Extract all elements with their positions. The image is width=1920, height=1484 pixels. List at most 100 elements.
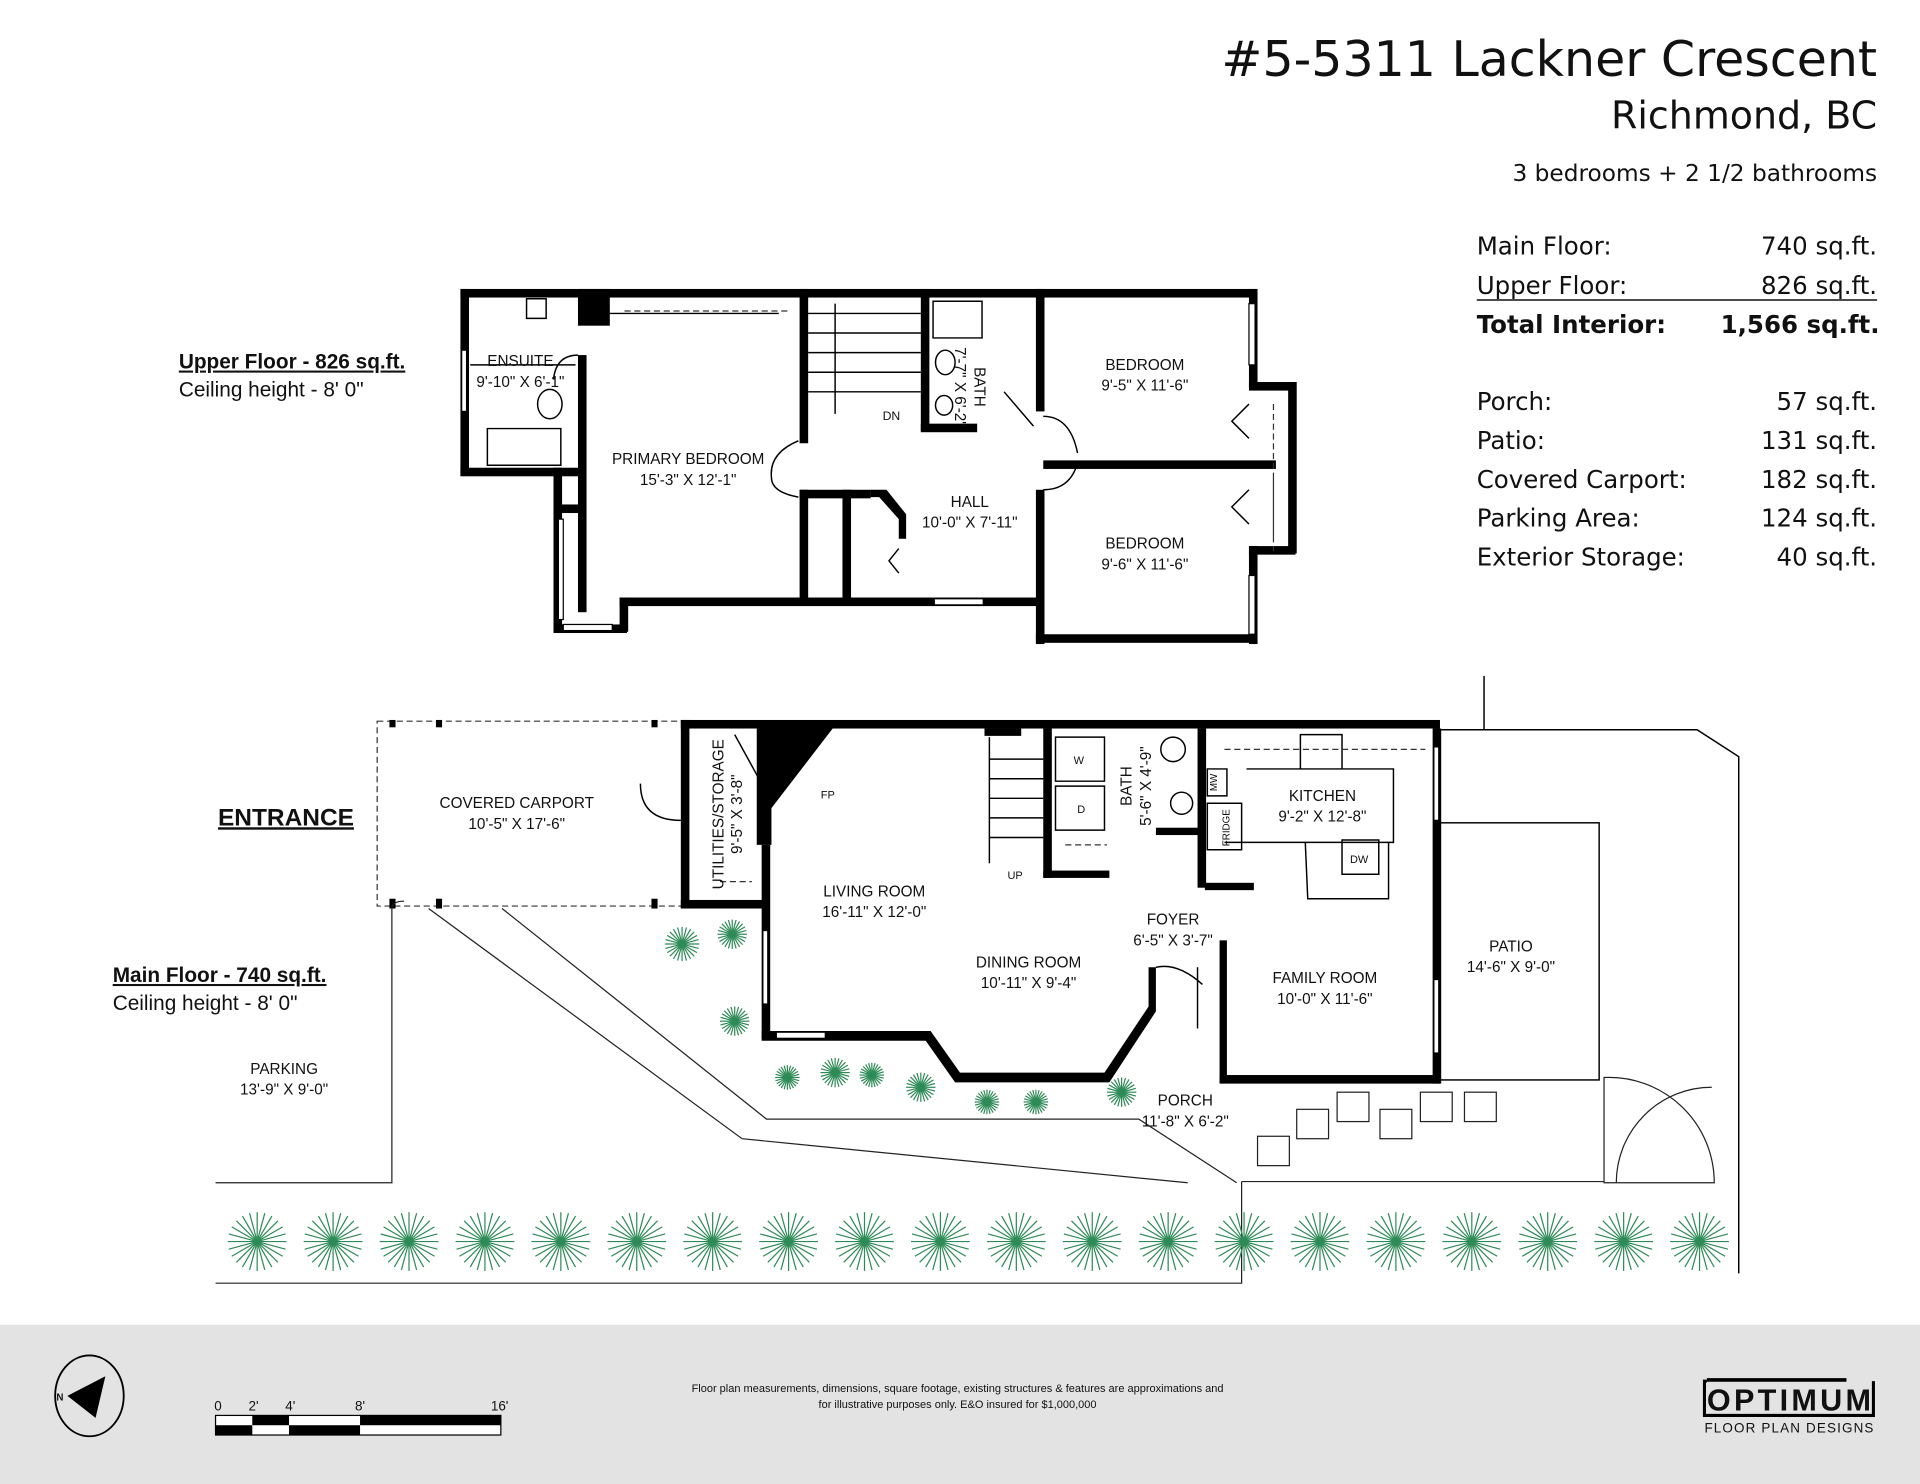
footer: N 0 2' 4' 8' 16' Floor plan measurements… bbox=[0, 1324, 1920, 1484]
plant-icon bbox=[775, 1065, 800, 1090]
room-dims-foyer: 6'-5" X 3'-7" bbox=[1133, 932, 1213, 949]
room-dims-bedroom-1: 9'-5" X 11'-6" bbox=[1101, 378, 1188, 395]
room-dims-porch: 11'-8" X 6'-2" bbox=[1142, 1113, 1229, 1130]
dryer-label: D bbox=[1077, 804, 1085, 816]
room-name-hall: HALL bbox=[951, 494, 989, 511]
plant-icon bbox=[303, 1212, 363, 1271]
logo-subtext: FLOOR PLAN DESIGNS bbox=[1704, 1421, 1873, 1436]
exterior-area-value: 40 sq.ft. bbox=[1777, 542, 1878, 571]
plant-icon bbox=[986, 1212, 1046, 1271]
plant-icon bbox=[1366, 1212, 1426, 1271]
plant-icon bbox=[664, 926, 700, 962]
plant-icon bbox=[974, 1089, 1000, 1115]
exterior-area-value: 124 sq.ft. bbox=[1761, 504, 1877, 533]
room-name-utilities-storage: UTILITIES/STORAGE bbox=[711, 739, 728, 889]
plant-icon bbox=[531, 1212, 591, 1271]
scale-label: 0 bbox=[214, 1399, 221, 1414]
exterior-area-value: 182 sq.ft. bbox=[1761, 465, 1877, 494]
exterior-area-value: 131 sq.ft. bbox=[1761, 426, 1877, 455]
room-dims-parking: 13'-9" X 9'-0" bbox=[240, 1082, 328, 1099]
plant-icon bbox=[911, 1212, 970, 1271]
address-title: #5-5311 Lackner Crescent bbox=[1221, 31, 1877, 88]
fireplace-label: FP bbox=[821, 789, 835, 801]
exterior-area-label: Porch: bbox=[1477, 387, 1553, 416]
room-name-living-room: LIVING ROOM bbox=[823, 883, 925, 900]
area-value: 826 sq.ft. bbox=[1761, 271, 1877, 300]
room-name-family-room: FAMILY ROOM bbox=[1272, 970, 1377, 987]
room-dims-ensuite: 9'-10" X 6'-1" bbox=[476, 374, 564, 391]
total-value: 1,566 sq.ft. bbox=[1721, 310, 1880, 339]
washer-label: W bbox=[1074, 755, 1085, 767]
summary: 3 bedrooms + 2 1/2 bathrooms bbox=[1512, 160, 1877, 187]
plant-icon bbox=[717, 919, 747, 949]
plant-icon bbox=[683, 1212, 743, 1271]
plant-icon bbox=[759, 1212, 818, 1271]
header: #5-5311 Lackner Crescent Richmond, BC 3 … bbox=[1221, 31, 1877, 187]
room-name-primary-bedroom: PRIMARY BEDROOM bbox=[612, 451, 764, 468]
plant-icon bbox=[720, 1006, 750, 1036]
room-name-dining-room: DINING ROOM bbox=[976, 954, 1081, 971]
room-dims-main-bath: 5'-6" X 4'-9" bbox=[1138, 746, 1155, 826]
scale-label: 2' bbox=[248, 1399, 258, 1414]
plant-icon bbox=[1106, 1077, 1137, 1107]
plant-icon bbox=[1670, 1212, 1729, 1271]
area-table: Main Floor: 740 sq.ft. Upper Floor: 826 … bbox=[1476, 232, 1880, 571]
compass-north-label: N bbox=[56, 1393, 63, 1404]
plant-icon bbox=[379, 1212, 439, 1271]
scale-bar: 0 2' 4' 8' 16' bbox=[214, 1399, 508, 1436]
room-name-bedroom-1: BEDROOM bbox=[1105, 357, 1184, 374]
room-dims-living-room: 16'-11" X 12'-0" bbox=[822, 904, 926, 921]
area-label: Upper Floor: bbox=[1477, 271, 1628, 300]
room-name-bedroom-2: BEDROOM bbox=[1105, 536, 1184, 553]
main-floor-ceiling: Ceiling height - 8' 0" bbox=[113, 992, 298, 1015]
room-dims-hall: 10'-0" X 7'-11" bbox=[922, 515, 1018, 532]
scale-label: 4' bbox=[285, 1399, 295, 1414]
plant-icon bbox=[1138, 1212, 1198, 1271]
plant-icon bbox=[835, 1212, 894, 1271]
room-name-parking: PARKING bbox=[250, 1061, 318, 1078]
room-name-kitchen: KITCHEN bbox=[1289, 788, 1356, 805]
exterior-area-value: 57 sq.ft. bbox=[1777, 387, 1878, 416]
plant-icon bbox=[1442, 1212, 1502, 1271]
plant-icon bbox=[1062, 1212, 1122, 1271]
area-label: Main Floor: bbox=[1477, 232, 1612, 261]
disclaimer-line-2: for illustrative purposes only. E&O insu… bbox=[819, 1399, 1097, 1411]
room-name-covered-carport: COVERED CARPORT bbox=[440, 795, 594, 812]
exterior-area-label: Covered Carport: bbox=[1477, 465, 1687, 494]
stairs-down-label: DN bbox=[883, 409, 901, 423]
plant-icon bbox=[1594, 1212, 1654, 1271]
room-name-porch: PORCH bbox=[1158, 1093, 1213, 1110]
exterior-area-label: Parking Area: bbox=[1477, 504, 1640, 533]
plant-icon bbox=[906, 1072, 936, 1102]
room-dims-patio: 14'-6" X 9'-0" bbox=[1467, 959, 1555, 976]
plant-icon bbox=[227, 1212, 287, 1271]
plant-icon bbox=[1023, 1089, 1049, 1115]
room-dims-covered-carport: 10'-5" X 17'-6" bbox=[468, 816, 565, 833]
plant-icon bbox=[1214, 1212, 1274, 1271]
fridge-label: FRIDGE bbox=[1221, 809, 1232, 846]
upper-floor-plan: ENSUITE 9'-10" X 6'-1" PRIMARY BEDROOM 1… bbox=[460, 288, 1297, 645]
upper-floor-title: Upper Floor - 826 sq.ft. bbox=[179, 351, 405, 374]
plant-icon bbox=[1290, 1212, 1350, 1271]
plant-icon bbox=[820, 1057, 850, 1088]
total-label: Total Interior: bbox=[1477, 310, 1666, 339]
plant-icon bbox=[607, 1212, 667, 1271]
compass-icon: N bbox=[54, 1354, 125, 1438]
microwave-label: MW bbox=[1209, 773, 1220, 791]
room-dims-utilities-storage: 9'-5" X 3'-8" bbox=[729, 774, 746, 854]
room-dims-upper-bath: 7'-7" X 6'-2" bbox=[951, 347, 968, 427]
room-name-patio: PATIO bbox=[1489, 938, 1533, 955]
room-name-ensuite: ENSUITE bbox=[487, 353, 553, 370]
room-name-upper-bath: BATH bbox=[971, 367, 988, 407]
room-name-foyer: FOYER bbox=[1147, 911, 1200, 928]
city: Richmond, BC bbox=[1611, 94, 1877, 138]
patio-area bbox=[1439, 822, 1600, 1081]
area-value: 740 sq.ft. bbox=[1761, 232, 1877, 261]
main-floor-plan: COVERED CARPORT 10'-5" X 17'-6" UTILITIE… bbox=[215, 675, 1740, 1284]
main-floor-title: Main Floor - 740 sq.ft. bbox=[113, 964, 327, 987]
entrance-label: ENTRANCE bbox=[218, 804, 354, 831]
room-dims-primary-bedroom: 15'-3" X 12'-1" bbox=[640, 472, 737, 489]
exterior-area-label: Exterior Storage: bbox=[1477, 542, 1685, 571]
room-dims-bedroom-2: 9'-6" X 11'-6" bbox=[1101, 556, 1188, 573]
